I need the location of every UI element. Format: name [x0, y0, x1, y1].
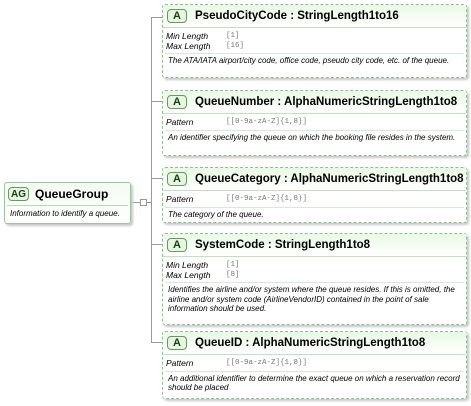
group-header: AG QueueGroup [5, 183, 130, 205]
group-description: Information to identify a queue. [7, 205, 128, 219]
property-value: [1] [226, 261, 240, 269]
attribute-header: A QueueCategory : AlphaNumericStringLeng… [163, 168, 466, 191]
attribute-icon: A [167, 336, 187, 350]
branch-line-1 [151, 17, 162, 18]
property-label: Max Length [166, 269, 211, 280]
property-row: Max Length [8] [166, 269, 463, 281]
branch-line-4 [151, 244, 162, 245]
property-row: Pattern [[0-9a-zA-Z]{1,8}] [166, 358, 463, 369]
property-label: Pattern [166, 358, 194, 368]
attribute-title: QueueNumber : AlphaNumericStringLength1t… [195, 96, 458, 108]
branch-line-2 [151, 101, 162, 102]
group-name: QueueGroup [35, 187, 109, 201]
attribute-box-queuecategory[interactable]: A QueueCategory : AlphaNumericStringLeng… [162, 167, 467, 223]
property-row: Pattern [[0-9a-zA-Z]{1,8}] [166, 194, 463, 205]
attribute-description: The category of the queue. [165, 206, 464, 220]
attribute-group-icon: AG [8, 187, 29, 201]
attribute-properties: Min Length [1] Max Length [8] [163, 257, 466, 282]
property-value: [[0-9a-zA-Z]{1,8}] [226, 195, 308, 203]
sequence-connector [140, 199, 147, 206]
attribute-properties: Pattern [[0-9a-zA-Z]{1,8}] [163, 114, 466, 130]
attribute-header: A QueueID : AlphaNumericStringLength1to8 [163, 332, 466, 355]
attribute-description: An identifier specifying the queue on wh… [165, 129, 464, 143]
branch-line-5 [151, 342, 162, 343]
attribute-icon: A [167, 9, 187, 23]
attribute-icon: A [167, 238, 187, 252]
connector-out-line [147, 202, 151, 203]
attribute-group-box[interactable]: AG QueueGroup Information to identify a … [4, 182, 131, 224]
trunk-line [151, 17, 152, 343]
attribute-box-systemcode[interactable]: A SystemCode : StringLength1to8 Min Leng… [162, 233, 467, 325]
property-row: Max Length [16] [166, 40, 463, 52]
attribute-header: A QueueNumber : AlphaNumericStringLength… [163, 91, 466, 114]
attribute-icon: A [167, 95, 187, 109]
attribute-title: QueueCategory : AlphaNumericStringLength… [195, 173, 464, 185]
property-label: Min Length [166, 31, 209, 41]
group-link-line [131, 202, 140, 203]
attribute-title: PseudoCityCode : StringLength1to16 [195, 10, 399, 22]
property-value: [16] [226, 41, 245, 50]
property-value: [[0-9a-zA-Z]{1,8}] [226, 118, 308, 126]
property-value: [1] [226, 32, 240, 40]
attribute-title: SystemCode : StringLength1to8 [195, 239, 371, 251]
property-row: Min Length [1] [166, 31, 463, 42]
attribute-description: The ATA/IATA airport/city code, office c… [165, 53, 464, 66]
branch-line-3 [151, 178, 162, 179]
property-row: Min Length [1] [166, 260, 463, 271]
property-label: Max Length [166, 40, 211, 51]
property-row: Pattern [[0-9a-zA-Z]{1,8}] [166, 117, 463, 128]
property-value: [8] [226, 270, 240, 279]
attribute-properties: Pattern [[0-9a-zA-Z]{1,8}] [163, 355, 466, 371]
property-value: [[0-9a-zA-Z]{1,8}] [226, 359, 308, 367]
attribute-description: An additional identifier to determine th… [165, 370, 464, 393]
attribute-title: QueueID : AlphaNumericStringLength1to8 [195, 337, 426, 349]
attribute-box-queuenumber[interactable]: A QueueNumber : AlphaNumericStringLength… [162, 90, 467, 156]
property-label: Pattern [166, 194, 194, 204]
attribute-box-queueid[interactable]: A QueueID : AlphaNumericStringLength1to8… [162, 331, 467, 399]
property-label: Pattern [166, 117, 194, 127]
attribute-box-pseudocitycode[interactable]: A PseudoCityCode : StringLength1to16 Min… [162, 4, 467, 78]
attribute-properties: Pattern [[0-9a-zA-Z]{1,8}] [163, 191, 466, 207]
attribute-properties: Min Length [1] Max Length [16] [163, 28, 466, 53]
attribute-header: A PseudoCityCode : StringLength1to16 [163, 5, 466, 28]
attribute-icon: A [167, 172, 187, 186]
attribute-description: Identifies the airline and/or system whe… [165, 282, 464, 314]
property-label: Min Length [166, 260, 209, 270]
attribute-header: A SystemCode : StringLength1to8 [163, 234, 466, 257]
